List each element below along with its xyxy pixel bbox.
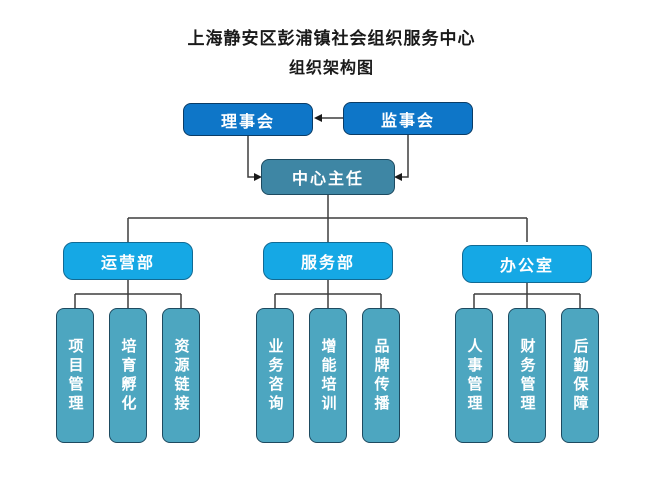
node-team-hr-management: 人事管理 <box>455 308 493 443</box>
node-team-label: 品牌传播 <box>372 337 390 414</box>
node-team-brand-communication: 品牌传播 <box>362 308 400 443</box>
chart-subtitle: 组织架构图 <box>288 60 374 77</box>
node-board: 理事会 <box>183 103 313 136</box>
node-team-label: 项目管理 <box>66 337 84 414</box>
node-team-label: 增能培训 <box>319 337 337 414</box>
node-team-label: 财务管理 <box>518 337 536 414</box>
node-team-logistics-support: 后勤保障 <box>561 308 599 443</box>
node-supervisory-label: 监事会 <box>380 112 435 130</box>
node-team-project-management: 项目管理 <box>56 308 94 443</box>
node-team-finance-management: 财务管理 <box>508 308 546 443</box>
node-director-label: 中心主任 <box>291 171 364 188</box>
node-team-label: 人事管理 <box>465 337 483 414</box>
node-director: 中心主任 <box>261 159 395 195</box>
connector-board-to-director <box>247 136 255 178</box>
arrowhead-to-director-left-icon <box>254 173 262 181</box>
node-dept-office-label: 办公室 <box>499 258 554 275</box>
node-dept-operations-label: 运营部 <box>100 255 155 272</box>
node-team-empowerment-training: 增能培训 <box>309 308 347 443</box>
node-team-resource-linking: 资源链接 <box>162 308 200 443</box>
node-board-label: 理事会 <box>220 113 275 131</box>
node-team-business-consulting: 业务咨询 <box>256 308 294 443</box>
connector-supervisory-to-director <box>401 135 409 178</box>
arrowhead-to-board-icon <box>314 114 322 122</box>
chart-title: 上海静安区彭浦镇社会组织服务中心 <box>187 29 476 48</box>
node-dept-operations: 运营部 <box>63 242 193 280</box>
node-team-label: 后勤保障 <box>571 337 589 414</box>
node-supervisory: 监事会 <box>343 102 473 135</box>
node-team-label: 资源链接 <box>172 337 190 414</box>
node-dept-service: 服务部 <box>263 242 393 280</box>
arrowhead-to-director-right-icon <box>394 173 402 181</box>
node-team-label: 业务咨询 <box>266 337 284 414</box>
node-team-incubation: 培育孵化 <box>109 308 147 443</box>
node-dept-service-label: 服务部 <box>300 255 355 272</box>
node-dept-office: 办公室 <box>462 245 592 283</box>
node-team-label: 培育孵化 <box>119 337 137 414</box>
